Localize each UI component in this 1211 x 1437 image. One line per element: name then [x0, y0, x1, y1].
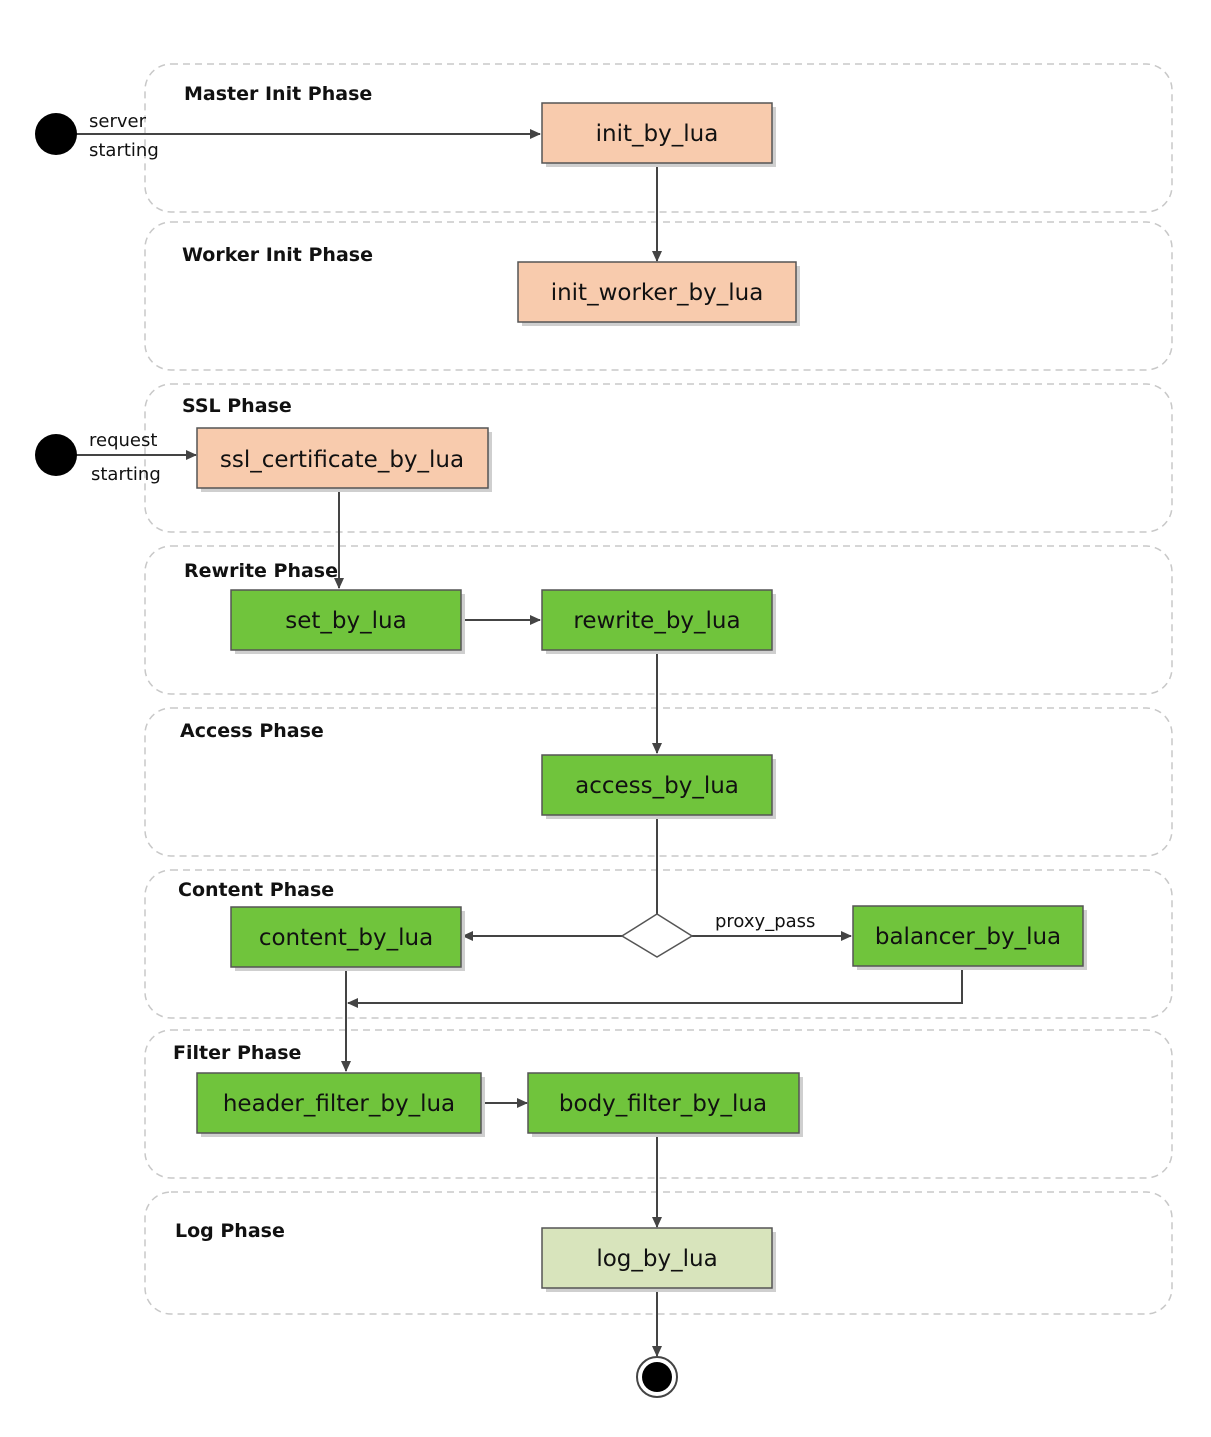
edges: [76, 129, 963, 1357]
node-set-by-lua-label: set_by_lua: [285, 608, 406, 634]
phase-label-content: Content Phase: [178, 879, 334, 901]
node-init-by-lua: init_by_lua: [541, 102, 776, 167]
edge-balancer-return: [347, 967, 963, 1008]
node-log-by-lua-label: log_by_lua: [596, 1246, 717, 1272]
node-content-by-lua: content_by_lua: [230, 906, 465, 971]
node-rewrite-by-lua-label: rewrite_by_lua: [573, 608, 740, 634]
lane-ssl: [144, 383, 1173, 533]
node-balancer-by-lua: balancer_by_lua: [852, 905, 1087, 970]
node-log-by-lua: log_by_lua: [541, 1227, 776, 1292]
label-request-starting: starting: [91, 464, 161, 485]
node-rewrite-by-lua: rewrite_by_lua: [541, 589, 776, 654]
node-ssl-certificate-by-lua-label: ssl_certificate_by_lua: [220, 447, 464, 473]
phase-label-log: Log Phase: [175, 1220, 285, 1242]
node-access-by-lua-label: access_by_lua: [575, 773, 739, 799]
label-server: server: [89, 111, 147, 132]
label-proxy-pass: proxy_pass: [715, 911, 815, 932]
label-request: request: [89, 430, 157, 451]
phase-label-rewrite: Rewrite Phase: [184, 560, 338, 582]
server-start-node: [35, 113, 77, 155]
node-ssl-certificate-by-lua: ssl_certificate_by_lua: [196, 427, 492, 492]
end-node: [636, 1356, 678, 1398]
node-content-by-lua-label: content_by_lua: [259, 925, 433, 951]
phase-label-master-init: Master Init Phase: [184, 83, 372, 105]
node-init-by-lua-label: init_by_lua: [596, 121, 719, 147]
phase-label-ssl: SSL Phase: [182, 395, 292, 417]
node-body-filter-by-lua: body_filter_by_lua: [527, 1072, 803, 1137]
request-start-node: [35, 434, 77, 476]
node-balancer-by-lua-label: balancer_by_lua: [875, 924, 1061, 950]
node-init-worker-by-lua: init_worker_by_lua: [517, 261, 800, 326]
content-decision-diamond: [620, 913, 694, 958]
node-header-filter-by-lua: header_filter_by_lua: [196, 1072, 485, 1137]
node-body-filter-by-lua-label: body_filter_by_lua: [559, 1091, 767, 1117]
edge-labels: server starting request starting proxy_p…: [89, 111, 815, 932]
node-set-by-lua: set_by_lua: [230, 589, 465, 654]
phase-label-filter: Filter Phase: [173, 1042, 301, 1064]
phase-labels: Master Init Phase Worker Init Phase SSL …: [173, 83, 373, 1242]
phase-label-worker-init: Worker Init Phase: [182, 244, 373, 266]
node-init-worker-by-lua-label: init_worker_by_lua: [551, 280, 764, 306]
node-header-filter-by-lua-label: header_filter_by_lua: [223, 1091, 455, 1117]
nodes: init_by_lua init_worker_by_lua ssl_certi…: [196, 102, 1087, 1292]
node-access-by-lua: access_by_lua: [541, 754, 776, 819]
label-server-starting: starting: [89, 140, 159, 161]
phase-label-access: Access Phase: [180, 720, 324, 742]
